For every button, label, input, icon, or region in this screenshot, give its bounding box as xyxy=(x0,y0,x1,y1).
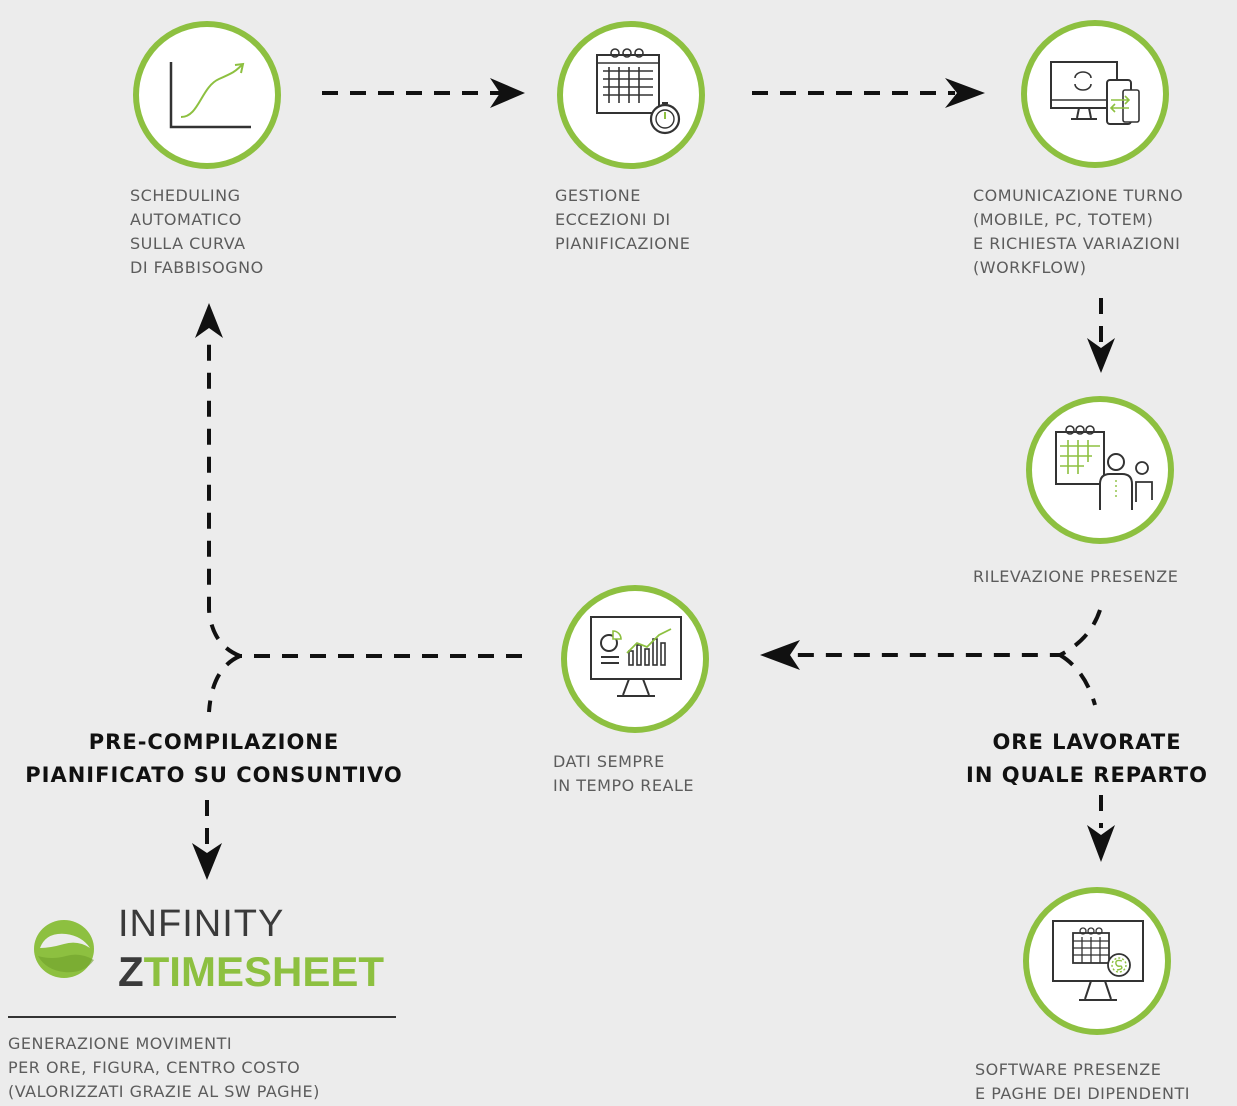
arrowhead-down-2 xyxy=(1087,825,1115,862)
label-precompilazione: PRE-COMPILAZIONE PIANIFICATO SU CONSUNTI… xyxy=(25,730,403,787)
label-scheduling: SCHEDULING AUTOMATICO SULLA CURVA DI FAB… xyxy=(130,186,264,277)
arrow-left-down-to-timesheet xyxy=(207,654,241,713)
brand-divider xyxy=(8,1016,396,1018)
node-dati xyxy=(561,585,709,733)
brand-description: GENERAZIONE MOVIMENTI PER ORE, FIGURA, C… xyxy=(8,1034,320,1101)
arrowhead-down-1 xyxy=(1087,338,1115,373)
node-gestione xyxy=(557,21,705,169)
node-rilevazione xyxy=(1026,396,1174,544)
label-ore-lavorate: ORE LAVORATE IN QUALE REPARTO xyxy=(966,730,1208,787)
brand-z: Z xyxy=(118,948,144,995)
arrowhead-down-3 xyxy=(192,843,222,880)
growth-curve-chart-icon xyxy=(169,62,251,129)
label-gestione: GESTIONE ECCEZIONI DI PIANIFICAZIONE xyxy=(555,186,691,253)
label-dati: DATI SEMPRE IN TEMPO REALE xyxy=(553,752,694,795)
calendar-stopwatch-icon xyxy=(596,48,681,135)
label-software: SOFTWARE PRESENZE E PAGHE DEI DIPENDENTI xyxy=(975,1060,1190,1103)
label-comunicazione: COMUNICAZIONE TURNO (MOBILE, PC, TOTEM) … xyxy=(973,186,1184,277)
arrowhead-left-1 xyxy=(760,640,800,670)
monitor-dashboard-icon xyxy=(590,616,682,697)
node-software xyxy=(1023,887,1171,1035)
arrowhead-up-1 xyxy=(195,303,223,338)
arrowhead-right-2 xyxy=(945,78,985,108)
calendar-people-icon xyxy=(1055,425,1153,510)
arrowhead-right-1 xyxy=(490,78,525,108)
arrow-rilevazione-to-software xyxy=(1058,653,1097,706)
infinity-logo-icon xyxy=(34,920,94,978)
arrow-rilevazione-to-dati xyxy=(790,609,1102,657)
node-comunicazione xyxy=(1021,20,1169,168)
brand-name-line2: ZTIMESHEET xyxy=(118,948,384,996)
brand-timesheet: TIMESHEET xyxy=(143,948,385,995)
arrow-left-up-to-scheduling xyxy=(207,335,241,658)
node-scheduling xyxy=(133,21,281,169)
label-rilevazione: RILEVAZIONE PRESENZE xyxy=(973,567,1179,586)
brand-name-line1: INFINITY xyxy=(118,903,285,945)
monitor-calendar-payment-icon xyxy=(1052,920,1144,1001)
devices-sync-icon xyxy=(1050,61,1140,125)
